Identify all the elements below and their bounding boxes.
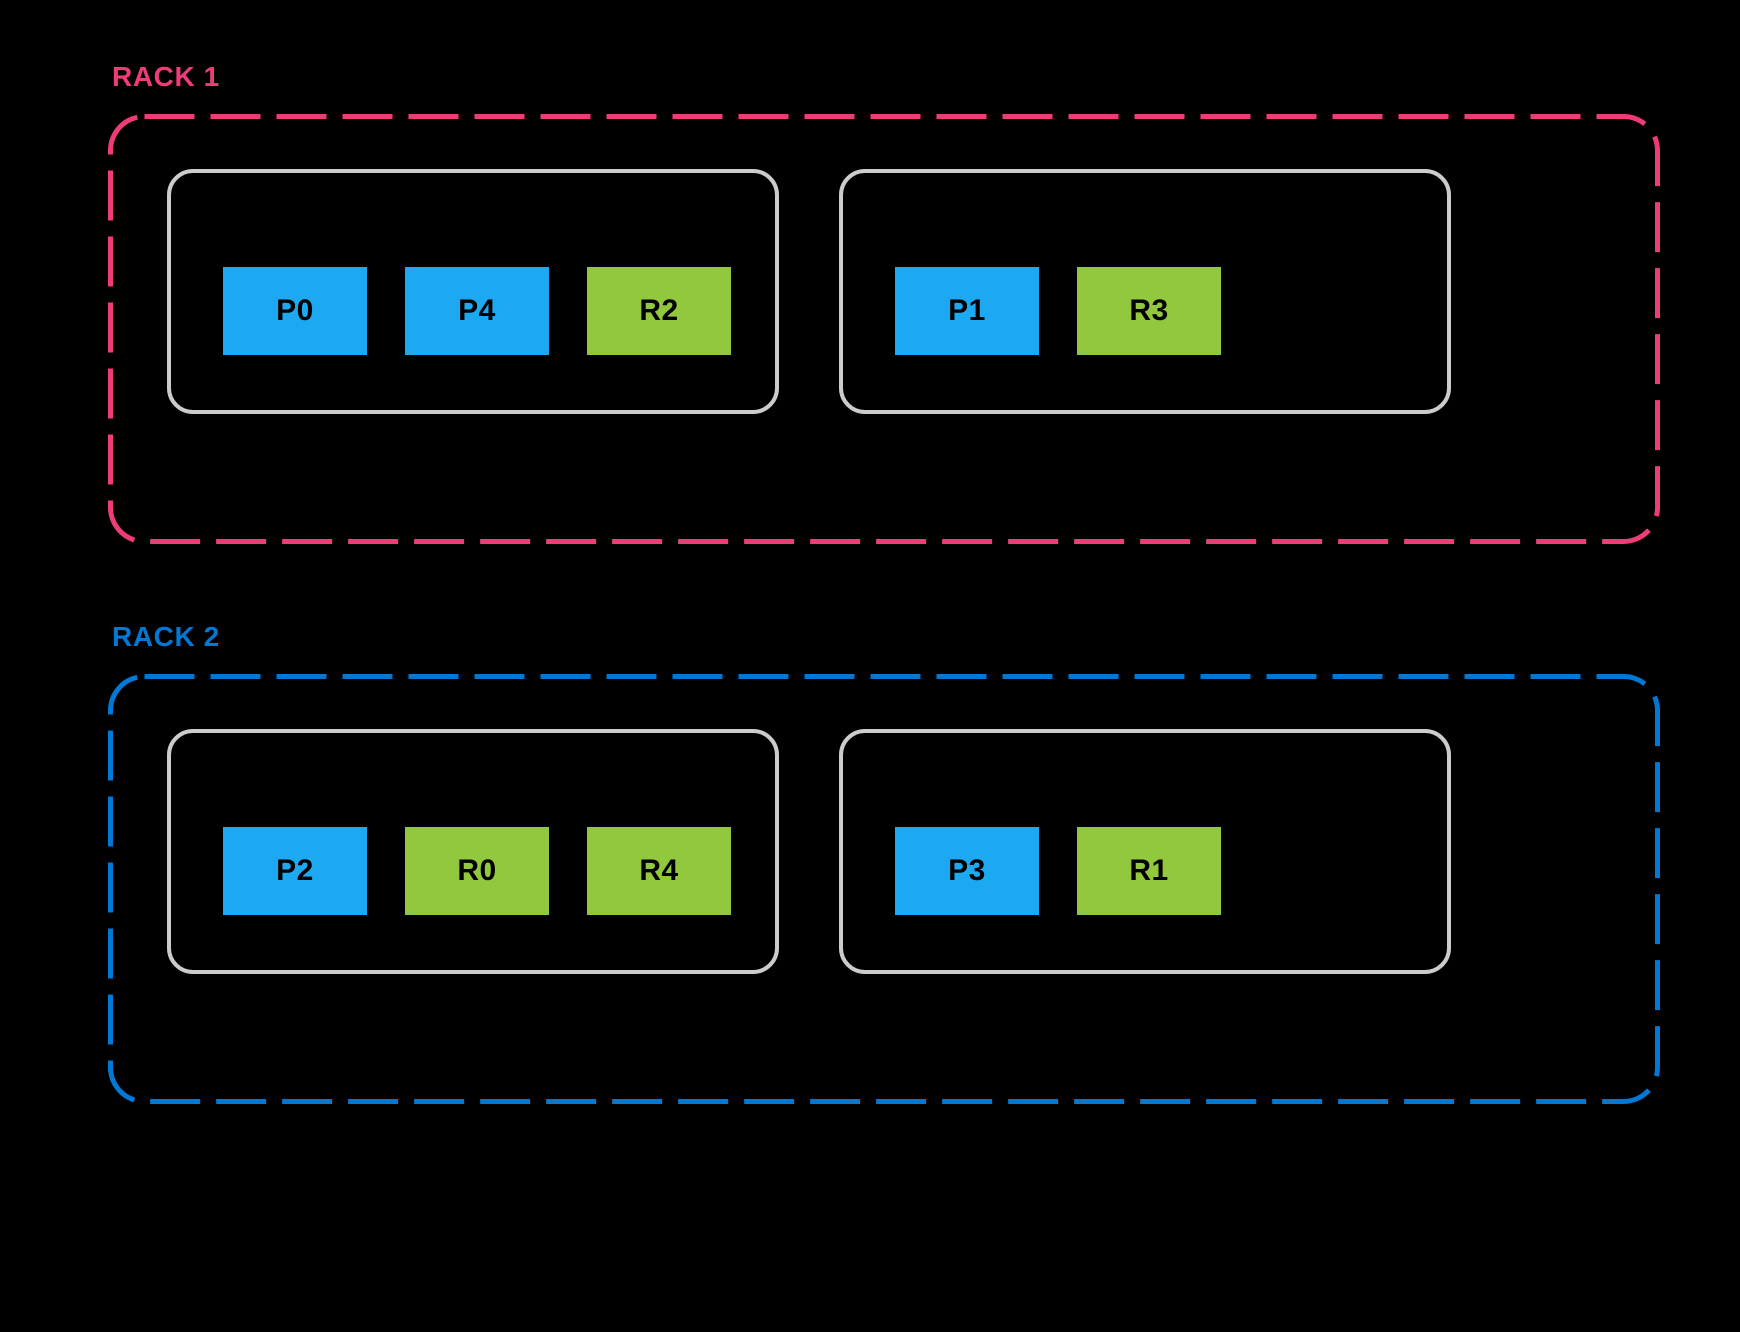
chunk-p3[interactable]: P3 [895, 827, 1039, 915]
rack-label-rack-2: RACK 2 [112, 621, 220, 652]
rack-boundary-rack-2: P2 R0 R4 P3 R1 [108, 674, 1660, 1104]
node-box-rack2-node-1[interactable]: P2 R0 R4 [167, 729, 779, 974]
chunk-r0[interactable]: R0 [405, 827, 549, 915]
rack-group-1: RACK 1 P0 P4 R2 P1 R3 [108, 60, 1660, 544]
chunk-p4[interactable]: P4 [405, 267, 549, 355]
rack-1-dashed-outline [108, 114, 1660, 544]
chunk-p2[interactable]: P2 [223, 827, 367, 915]
rack-boundary-rack-1: P0 P4 R2 P1 R3 [108, 114, 1660, 544]
node-box-rack2-node-2[interactable]: P3 R1 [839, 729, 1451, 974]
chunk-row-rack2-node-2: P3 R1 [843, 827, 1221, 915]
chunk-row-rack1-node-1: P0 P4 R2 [171, 267, 731, 355]
chunk-r4[interactable]: R4 [587, 827, 731, 915]
rack-2-dashed-outline [108, 674, 1660, 1104]
node-box-rack1-node-2[interactable]: P1 R3 [839, 169, 1451, 414]
rack-2-node-list: P2 R0 R4 P3 R1 [167, 729, 1601, 974]
chunk-r3[interactable]: R3 [1077, 267, 1221, 355]
rack-1-node-list: P0 P4 R2 P1 R3 [167, 169, 1601, 414]
chunk-p1[interactable]: P1 [895, 267, 1039, 355]
rack-label-rack-1: RACK 1 [112, 61, 220, 92]
chunk-row-rack1-node-2: P1 R3 [843, 267, 1221, 355]
chunk-r2[interactable]: R2 [587, 267, 731, 355]
rack-group-2: RACK 2 P2 R0 R4 P3 R1 [108, 620, 1660, 1104]
node-box-rack1-node-1[interactable]: P0 P4 R2 [167, 169, 779, 414]
chunk-row-rack2-node-1: P2 R0 R4 [171, 827, 731, 915]
chunk-r1[interactable]: R1 [1077, 827, 1221, 915]
chunk-p0[interactable]: P0 [223, 267, 367, 355]
